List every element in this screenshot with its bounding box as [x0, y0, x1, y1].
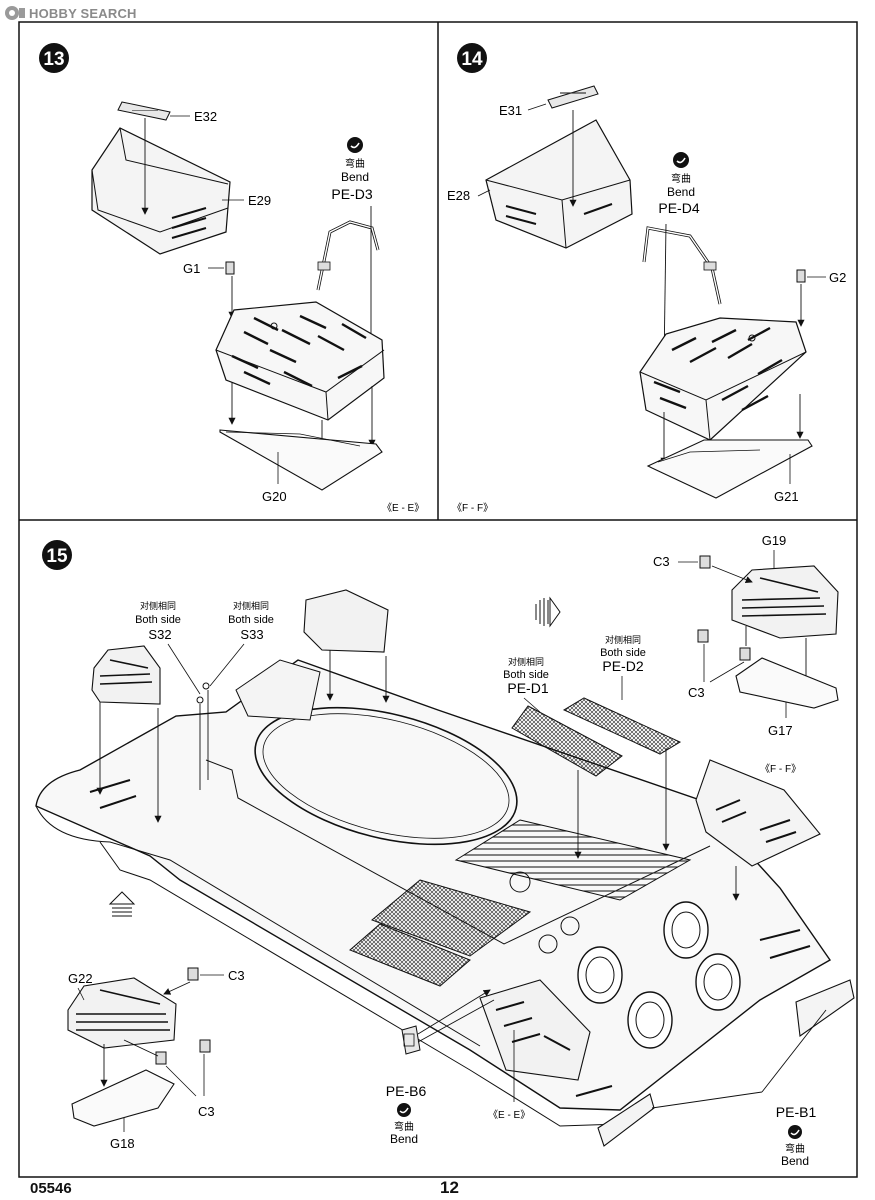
label-e31: E31: [499, 103, 522, 118]
step-14-badge: [457, 43, 487, 73]
part-ff-box: [695, 759, 821, 867]
bend-cn-pe-b1: 弯曲: [785, 1142, 805, 1155]
label-c3-top: C3: [653, 554, 670, 569]
direction-arrow-right: [535, 596, 561, 628]
part-g21-mesh: [646, 439, 813, 499]
turret-ring: [254, 706, 518, 846]
part-pe-b6: [401, 1025, 421, 1055]
part-g19-box: [731, 565, 839, 639]
part-g22-box: [91, 645, 161, 705]
watermark: HOBBY SEARCH: [4, 4, 137, 22]
both-side-cn-pe-d1: 对侧相同: [508, 656, 544, 667]
part-g22-bin: [67, 977, 177, 1049]
direction-arrow-up: [108, 891, 136, 917]
deck-mesh-left: [371, 879, 532, 957]
label-g19: G19: [762, 533, 787, 548]
label-g21: G21: [774, 489, 799, 504]
rear-stowage-box: [479, 979, 591, 1081]
label-c3-mid: C3: [688, 685, 705, 700]
label-s33: S33: [240, 627, 263, 642]
section-ref-e-e-15: 《E - E》: [488, 1109, 530, 1121]
part-e31-plate: [547, 85, 599, 109]
label-e32: E32: [194, 109, 217, 124]
step-15-badge: [42, 540, 72, 570]
part-pe-d4: [642, 226, 722, 305]
assembled-stowage-box-13: [215, 301, 385, 421]
step-15-number: 15: [46, 546, 68, 567]
label-s32: S32: [148, 627, 171, 642]
bend-label-en: Bend: [341, 170, 369, 184]
bend-icon-pe-b6: [397, 1103, 411, 1117]
label-pe-b6: PE-B6: [386, 1083, 427, 1099]
page-number: 12: [440, 1178, 459, 1197]
assembled-stowage-box-14: [639, 317, 807, 441]
label-g18: G18: [110, 1136, 135, 1151]
step-13-panel: 13 E32 E29 弯曲 Bend PE-D3: [39, 43, 424, 514]
part-pe-d2-mesh: [562, 697, 682, 755]
bend-en-pe-b6: Bend: [390, 1132, 418, 1146]
bend-en-pe-b1: Bend: [781, 1154, 809, 1168]
part-g18-plate: [71, 1069, 175, 1127]
both-side-en-pe-d2: Both side: [600, 647, 646, 659]
part-pe-b1-flap-right: [795, 979, 855, 1037]
part-c3-mid-b: [739, 647, 751, 661]
step-15-panel: 15: [35, 533, 855, 1168]
part-g1-latch: [225, 261, 235, 275]
part-c3-mid-a: [697, 629, 709, 643]
step-13-badge: [39, 43, 69, 73]
part-e29-box: [91, 127, 231, 255]
step-13-number: 13: [43, 49, 64, 70]
part-e32-plate: [117, 101, 171, 121]
both-side-cn-pe-d2: 对侧相同: [605, 634, 641, 645]
engine-deck-grille: [454, 819, 692, 901]
section-ref-f-f-14: 《F - F》: [452, 502, 493, 514]
watermark-text: HOBBY SEARCH: [29, 5, 137, 21]
label-c3-lower-top: C3: [228, 968, 245, 983]
bend-icon-14: [673, 152, 689, 168]
product-code: 05546: [30, 1180, 72, 1197]
part-g20-mesh: [219, 429, 383, 491]
part-c3-top: [699, 555, 711, 569]
label-pe-d3: PE-D3: [331, 186, 372, 202]
part-g2-latch: [796, 269, 806, 283]
both-side-en-s32: Both side: [135, 614, 181, 626]
label-pe-d1: PE-D1: [507, 680, 548, 696]
label-e29: E29: [248, 193, 271, 208]
label-c3-lower: C3: [198, 1104, 215, 1119]
label-g22: G22: [68, 971, 93, 986]
part-g17-plate: [735, 657, 839, 709]
part-pe-d1-mesh: [511, 705, 623, 777]
label-g2: G2: [829, 270, 846, 285]
part-c3-lower-b: [199, 1039, 211, 1053]
label-pe-d2: PE-D2: [602, 658, 643, 674]
part-c3-lower-top: [187, 967, 199, 981]
hobby-search-logo-icon: [5, 6, 25, 20]
both-side-en-pe-d1: Both side: [503, 669, 549, 681]
bend-label-en-14: Bend: [667, 185, 695, 199]
step-14-panel: 14 E31 E28 弯曲 Bend PE-D4: [447, 43, 846, 514]
fuel-drums: [577, 901, 741, 1049]
part-c3-lower-a: [155, 1051, 167, 1065]
tank-hull: [35, 589, 832, 1127]
both-side-en-s33: Both side: [228, 614, 274, 626]
label-g1: G1: [183, 261, 200, 276]
both-side-cn-s33: 对侧相同: [233, 600, 269, 611]
part-e28-box: [485, 119, 633, 249]
bend-cn-pe-b6: 弯曲: [394, 1120, 414, 1133]
part-pe-d3: [316, 220, 380, 291]
bend-icon: [347, 137, 363, 153]
label-pe-b1: PE-B1: [776, 1104, 817, 1120]
label-g20: G20: [262, 489, 287, 504]
label-pe-d4: PE-D4: [658, 200, 699, 216]
label-e28: E28: [447, 188, 470, 203]
bend-label-cn: 弯曲: [345, 157, 365, 170]
bend-icon-pe-b1: [788, 1125, 802, 1139]
bend-label-cn-14: 弯曲: [671, 172, 691, 185]
step-14-number: 14: [461, 49, 483, 70]
label-g17: G17: [768, 723, 793, 738]
section-ref-e-e-13: 《E - E》: [382, 502, 424, 514]
section-ref-f-f-15: 《F - F》: [760, 763, 801, 775]
both-side-cn-s32: 对侧相同: [140, 600, 176, 611]
